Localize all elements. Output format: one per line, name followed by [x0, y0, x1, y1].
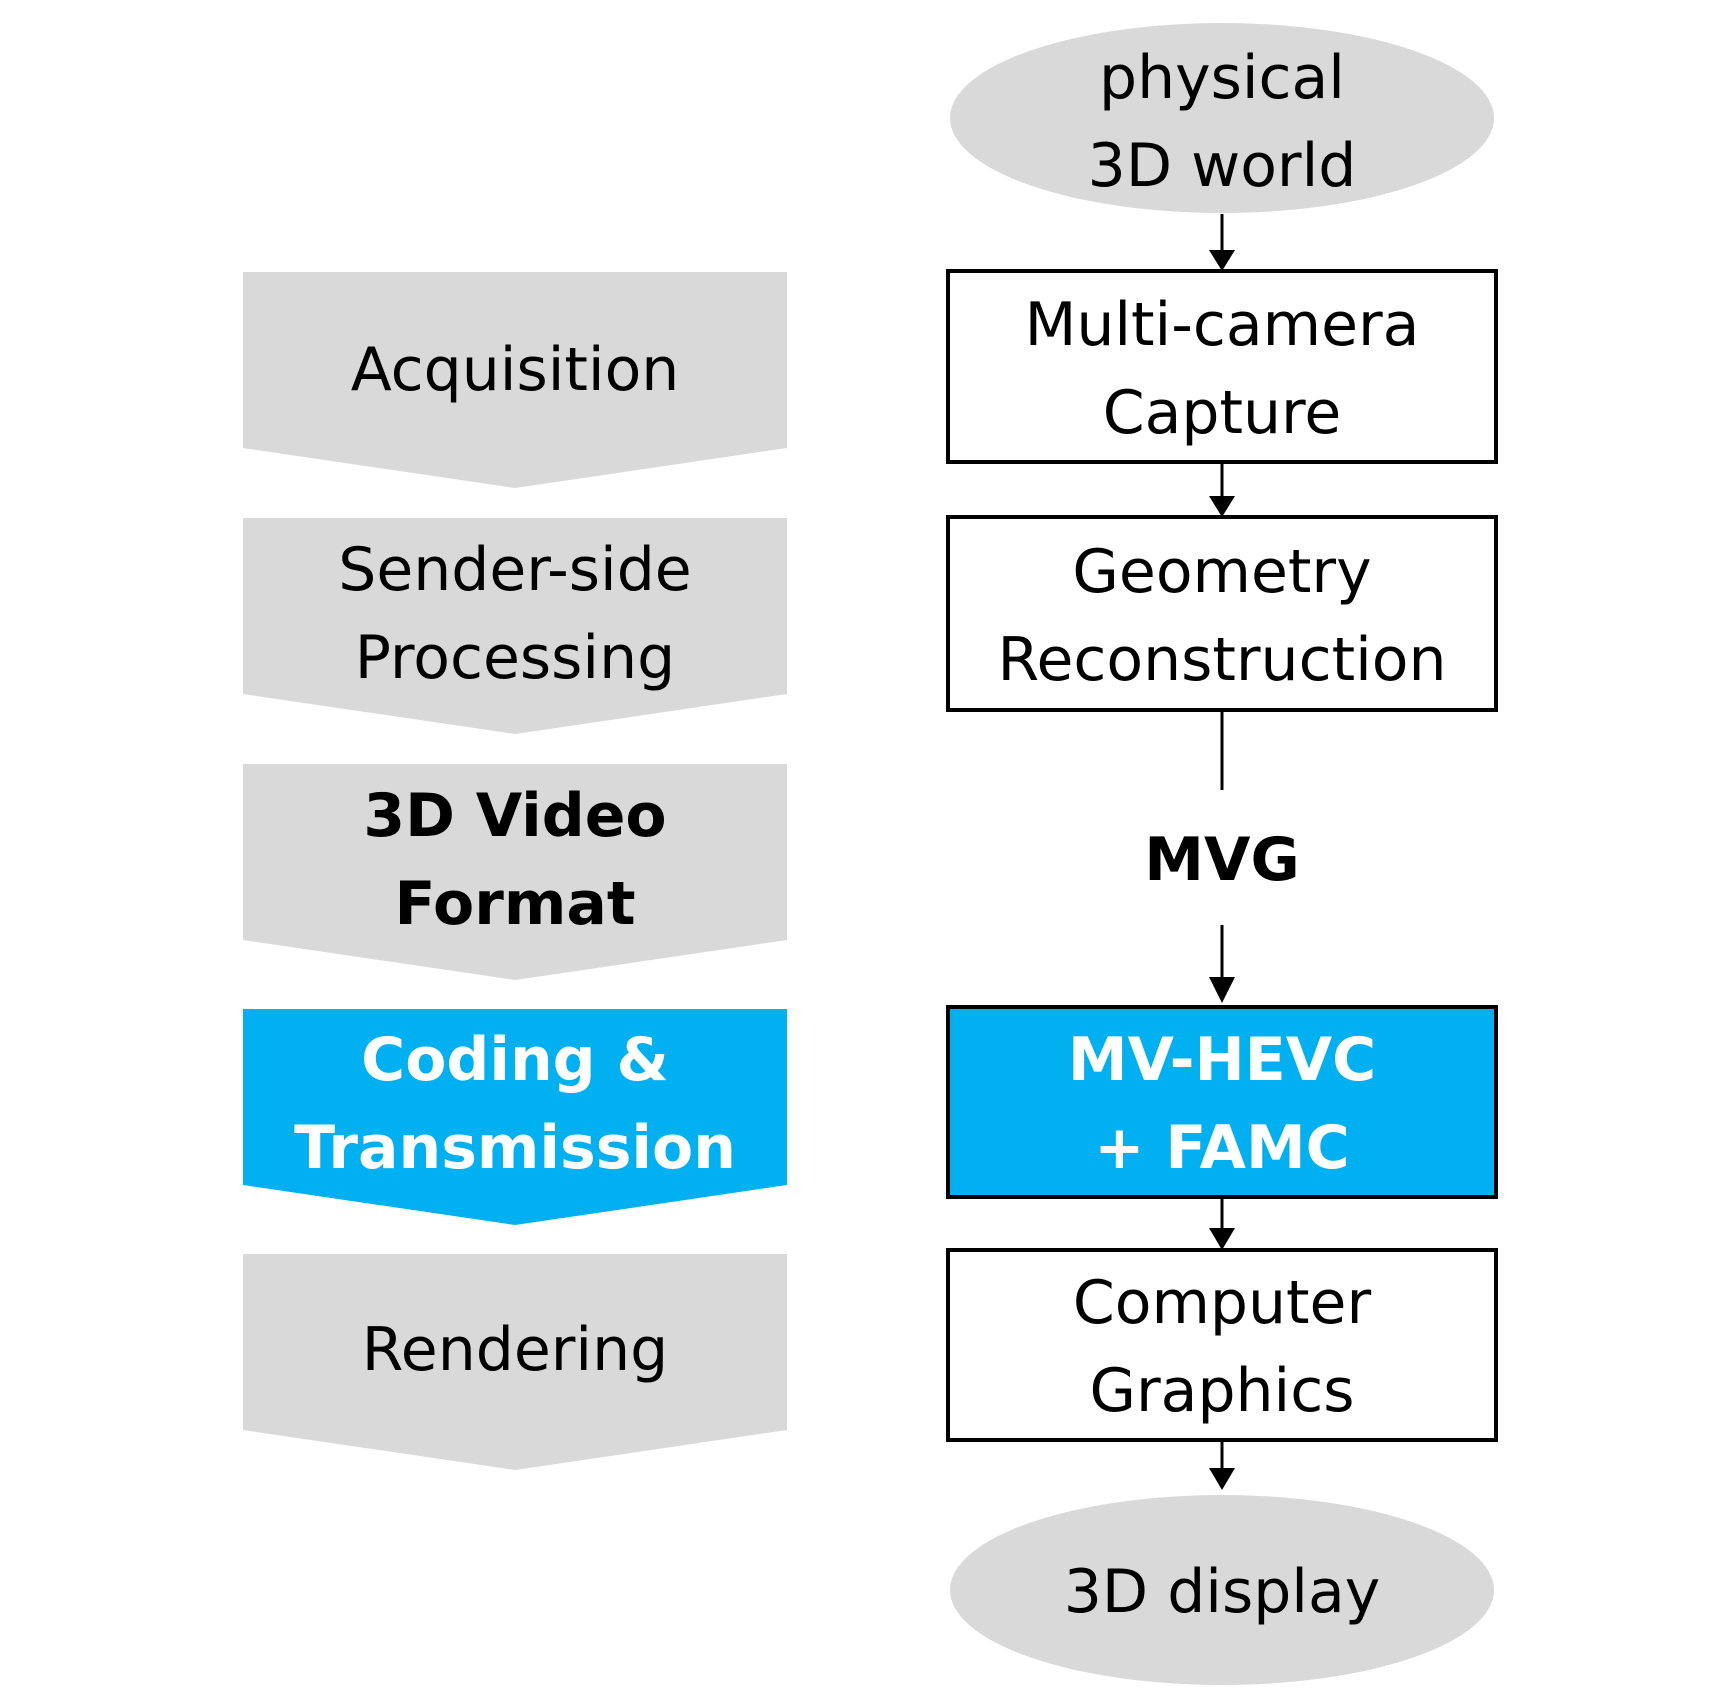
stage-label: Acquisition	[351, 335, 680, 405]
box-shape-highlight	[946, 1005, 1498, 1199]
node-label: 3D display	[1064, 1557, 1381, 1627]
arrow-head	[1209, 1468, 1235, 1490]
stage-shape-highlight	[243, 1009, 787, 1225]
stage-rendering: Rendering	[243, 1254, 787, 1470]
stage-acquisition: Acquisition	[243, 272, 787, 488]
stage-label: Coding &Transmission	[294, 1025, 736, 1183]
stage-coding-transmission: Coding &Transmission	[243, 1009, 787, 1225]
arrow-head	[1209, 1228, 1235, 1250]
stage-label: Rendering	[362, 1315, 668, 1385]
box-shape	[946, 269, 1498, 464]
stage-shape	[243, 1254, 787, 1470]
arrow-head	[1209, 250, 1235, 271]
node-mv-hevc-famc: MV-HEVC+ FAMC	[946, 1005, 1498, 1199]
arrow-3	[1209, 925, 1235, 1003]
stage-shape	[243, 518, 787, 734]
node-label: MVG	[1144, 825, 1299, 895]
ellipse-shape	[950, 23, 1494, 213]
arrow-5	[1209, 1440, 1235, 1490]
ellipse-shape	[950, 1495, 1494, 1685]
arrow-2	[1209, 462, 1235, 517]
node-mvg: MVG	[1144, 825, 1299, 895]
node-label: MV-HEVC+ FAMC	[1068, 1025, 1376, 1183]
arrow-head	[1209, 977, 1235, 1003]
arrow-1	[1209, 214, 1235, 271]
stage-shape	[243, 272, 787, 488]
box-shape	[946, 1248, 1498, 1442]
stage-shape	[243, 764, 787, 980]
arrow-head	[1209, 496, 1235, 517]
node-3d-display: 3D display	[950, 1495, 1494, 1685]
arrow-4	[1209, 1197, 1235, 1250]
